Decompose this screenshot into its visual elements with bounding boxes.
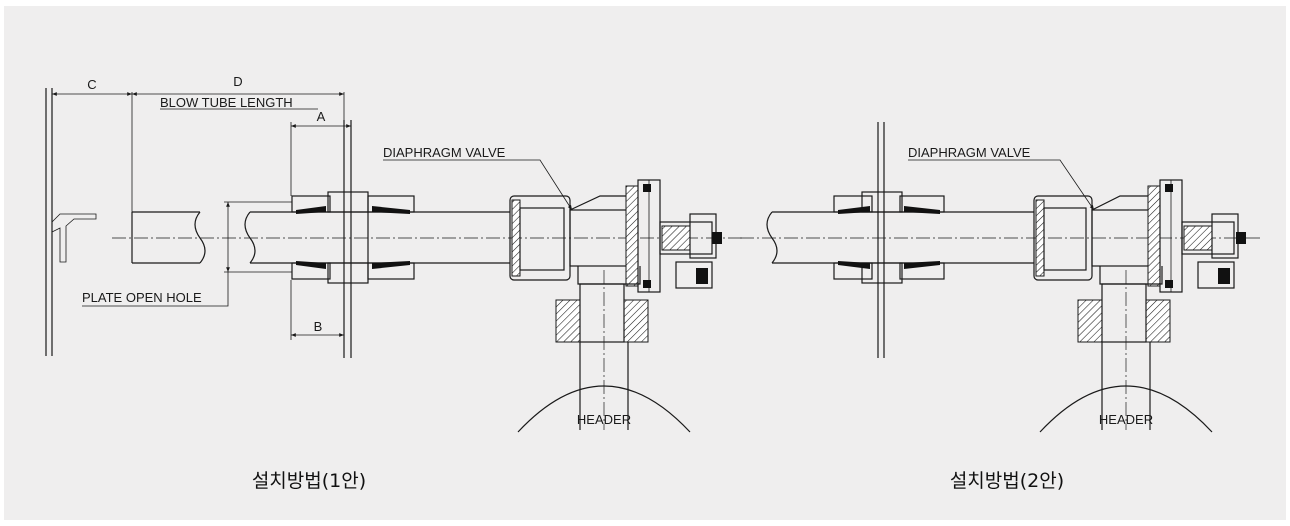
left-drawing: [45, 88, 745, 433]
caption-right: 설치방법(2안): [950, 470, 1064, 492]
header-label-right: HEADER: [1099, 412, 1153, 427]
right-drawing: [740, 122, 1262, 433]
dim-a-label: A: [317, 109, 326, 124]
dim-c-label: C: [87, 77, 96, 92]
plate-open-hole-label: PLATE OPEN HOLE: [82, 290, 202, 305]
dim-b-label: B: [314, 319, 323, 334]
background-panel: [4, 6, 1286, 520]
blow-tube-length-label: BLOW TUBE LENGTH: [160, 95, 293, 110]
diaphragm-valve-label-right: DIAPHRAGM VALVE: [908, 145, 1031, 160]
header-label-left: HEADER: [577, 412, 631, 427]
diaphragm-valve-label-left: DIAPHRAGM VALVE: [383, 145, 506, 160]
dim-d-label: D: [233, 74, 242, 89]
caption-left: 설치방법(1안): [252, 470, 366, 492]
